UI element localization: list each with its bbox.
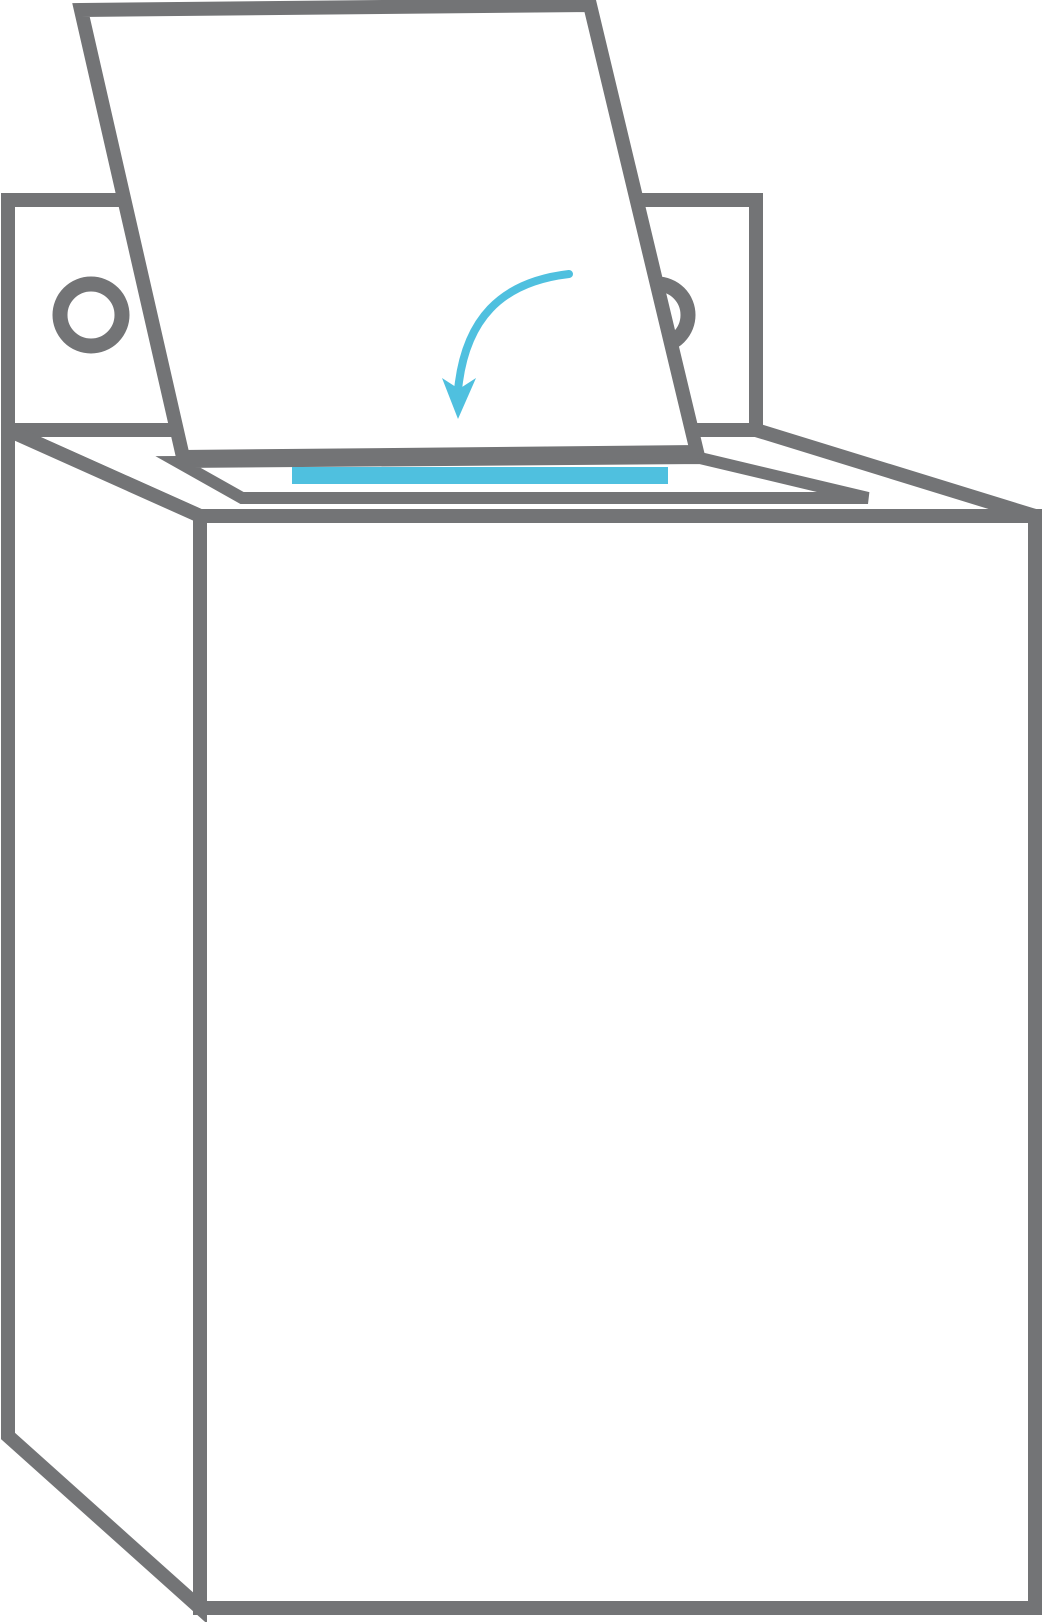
hole-left-icon: [52, 276, 130, 354]
adhesive-strip: [292, 467, 668, 484]
top-flap: [72, 0, 706, 465]
fold-arrow-icon: [442, 270, 573, 419]
bag-left-side: [0, 419, 207, 1622]
fold-arrow-head: [442, 378, 476, 419]
bag-front-panel: [193, 509, 1042, 1615]
fold-arrow-curve: [454, 270, 573, 394]
